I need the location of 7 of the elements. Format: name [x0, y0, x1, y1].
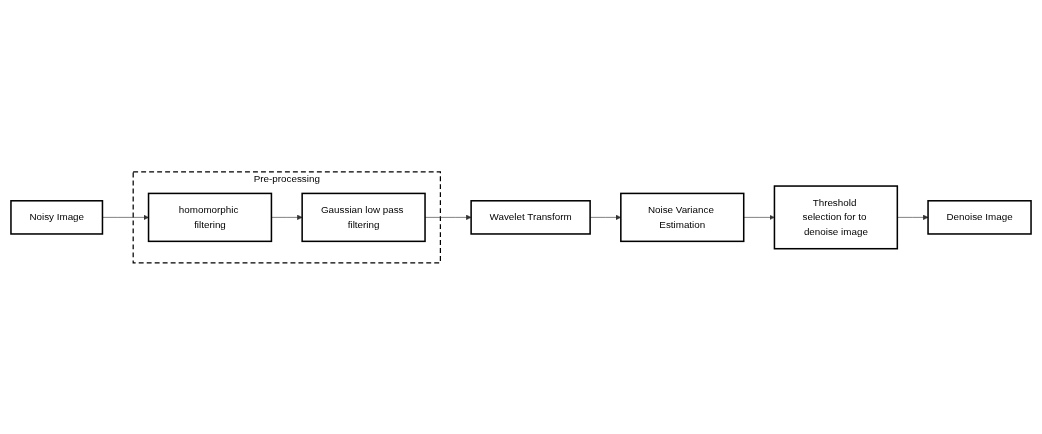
node-box: Denoise Image	[927, 199, 1032, 235]
node-box: Gaussian low pass filtering	[301, 192, 426, 242]
node-box: Wavelet Transform	[470, 199, 591, 235]
node-box: homomorphic filtering	[147, 192, 273, 242]
node-box: Noisy Image	[10, 199, 104, 235]
node-box: Threshold selection for to denoise image	[773, 184, 899, 250]
node-box: Noise Variance Estimation	[620, 192, 745, 242]
